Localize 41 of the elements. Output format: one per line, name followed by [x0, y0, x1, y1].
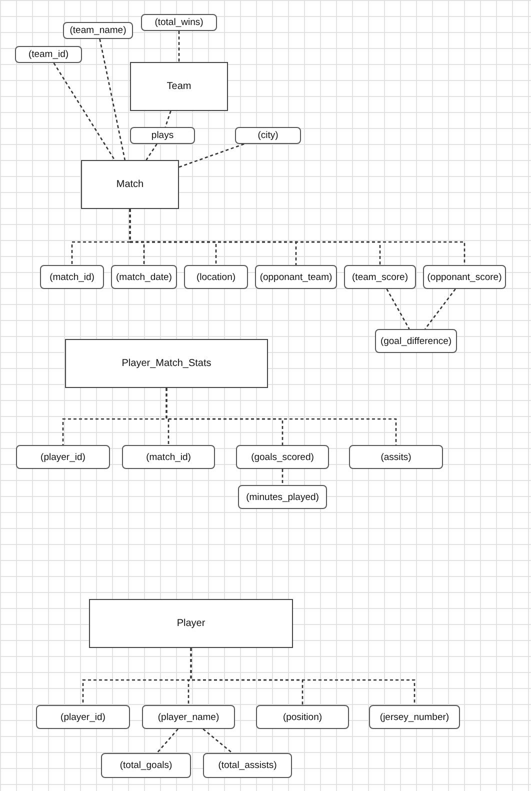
- attribute-box: (player_name): [142, 705, 235, 729]
- attribute-box: (goal_difference): [375, 329, 457, 353]
- connector-line: [146, 144, 158, 160]
- entity-box: Team: [130, 62, 228, 111]
- connector-line: [129, 209, 466, 265]
- connector-line: [282, 469, 284, 485]
- attribute-box: (match_id): [40, 265, 104, 289]
- attribute-box: (assits): [349, 445, 443, 469]
- connector-line: [424, 288, 456, 330]
- attribute-box: (match_date): [111, 265, 177, 289]
- attribute-box: (team_name): [63, 22, 133, 39]
- attribute-box: plays: [130, 127, 195, 144]
- connector-line: [178, 31, 180, 62]
- attribute-box: (total_wins): [141, 14, 217, 31]
- entity-box: Match: [81, 160, 179, 209]
- attribute-box: (opponant_score): [423, 265, 506, 289]
- attribute-box: (team_score): [344, 265, 416, 289]
- connector-line: [53, 62, 116, 160]
- attribute-box: (city): [235, 127, 301, 144]
- attribute-box: (match_id): [122, 445, 215, 469]
- attribute-box: (location): [184, 265, 248, 289]
- entity-box: Player: [89, 599, 293, 648]
- connector-line: [202, 728, 233, 754]
- attribute-box: (player_id): [36, 705, 130, 729]
- connector-line: [156, 728, 178, 754]
- attribute-box: (minutes_played): [238, 485, 327, 509]
- attribute-box: (opponant_team): [255, 265, 337, 289]
- connector-line: [99, 38, 126, 160]
- attribute-box: (player_id): [16, 445, 110, 469]
- connector-line: [166, 388, 397, 445]
- attribute-box: (position): [256, 705, 349, 729]
- attribute-box: (total_goals): [101, 753, 191, 778]
- attribute-box: (jersey_number): [369, 705, 460, 729]
- connector-line: [386, 288, 410, 330]
- entity-box: Player_Match_Stats: [65, 339, 268, 388]
- connector-line: [190, 648, 416, 705]
- attribute-box: (total_assists): [203, 753, 292, 778]
- connector-line: [164, 110, 172, 128]
- connector-line: [178, 143, 244, 168]
- attribute-box: (goals_scored): [236, 445, 329, 469]
- attribute-box: (team_id): [15, 46, 82, 63]
